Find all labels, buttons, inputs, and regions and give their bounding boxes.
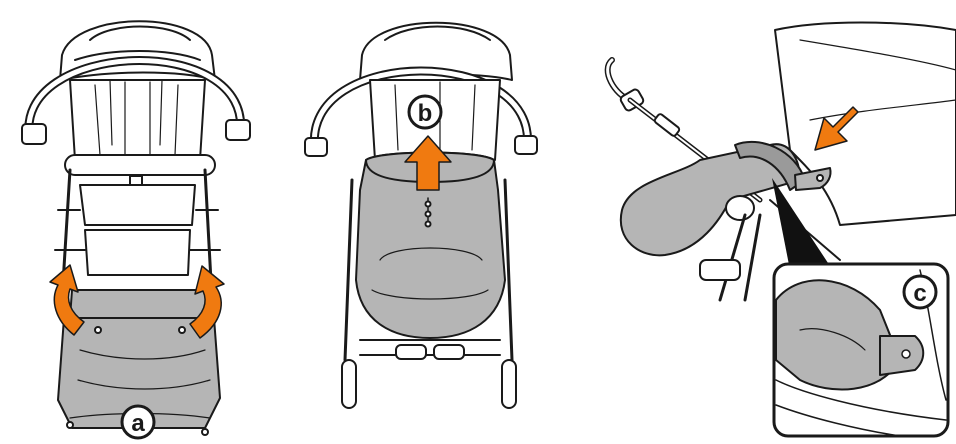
step-badge-icon: c [904,276,936,308]
panel-a-stroller-front [22,21,250,435]
step-badge-icon: a [122,406,154,438]
step-label-a: a [131,410,145,437]
zoom-pointer [772,178,830,270]
panel-b-stroller-front [305,23,537,408]
step-label-c: c [913,280,926,307]
step-label-b: b [418,100,433,127]
panel-c-stroller-side [608,23,956,301]
step-badge-icon: b [409,96,441,128]
